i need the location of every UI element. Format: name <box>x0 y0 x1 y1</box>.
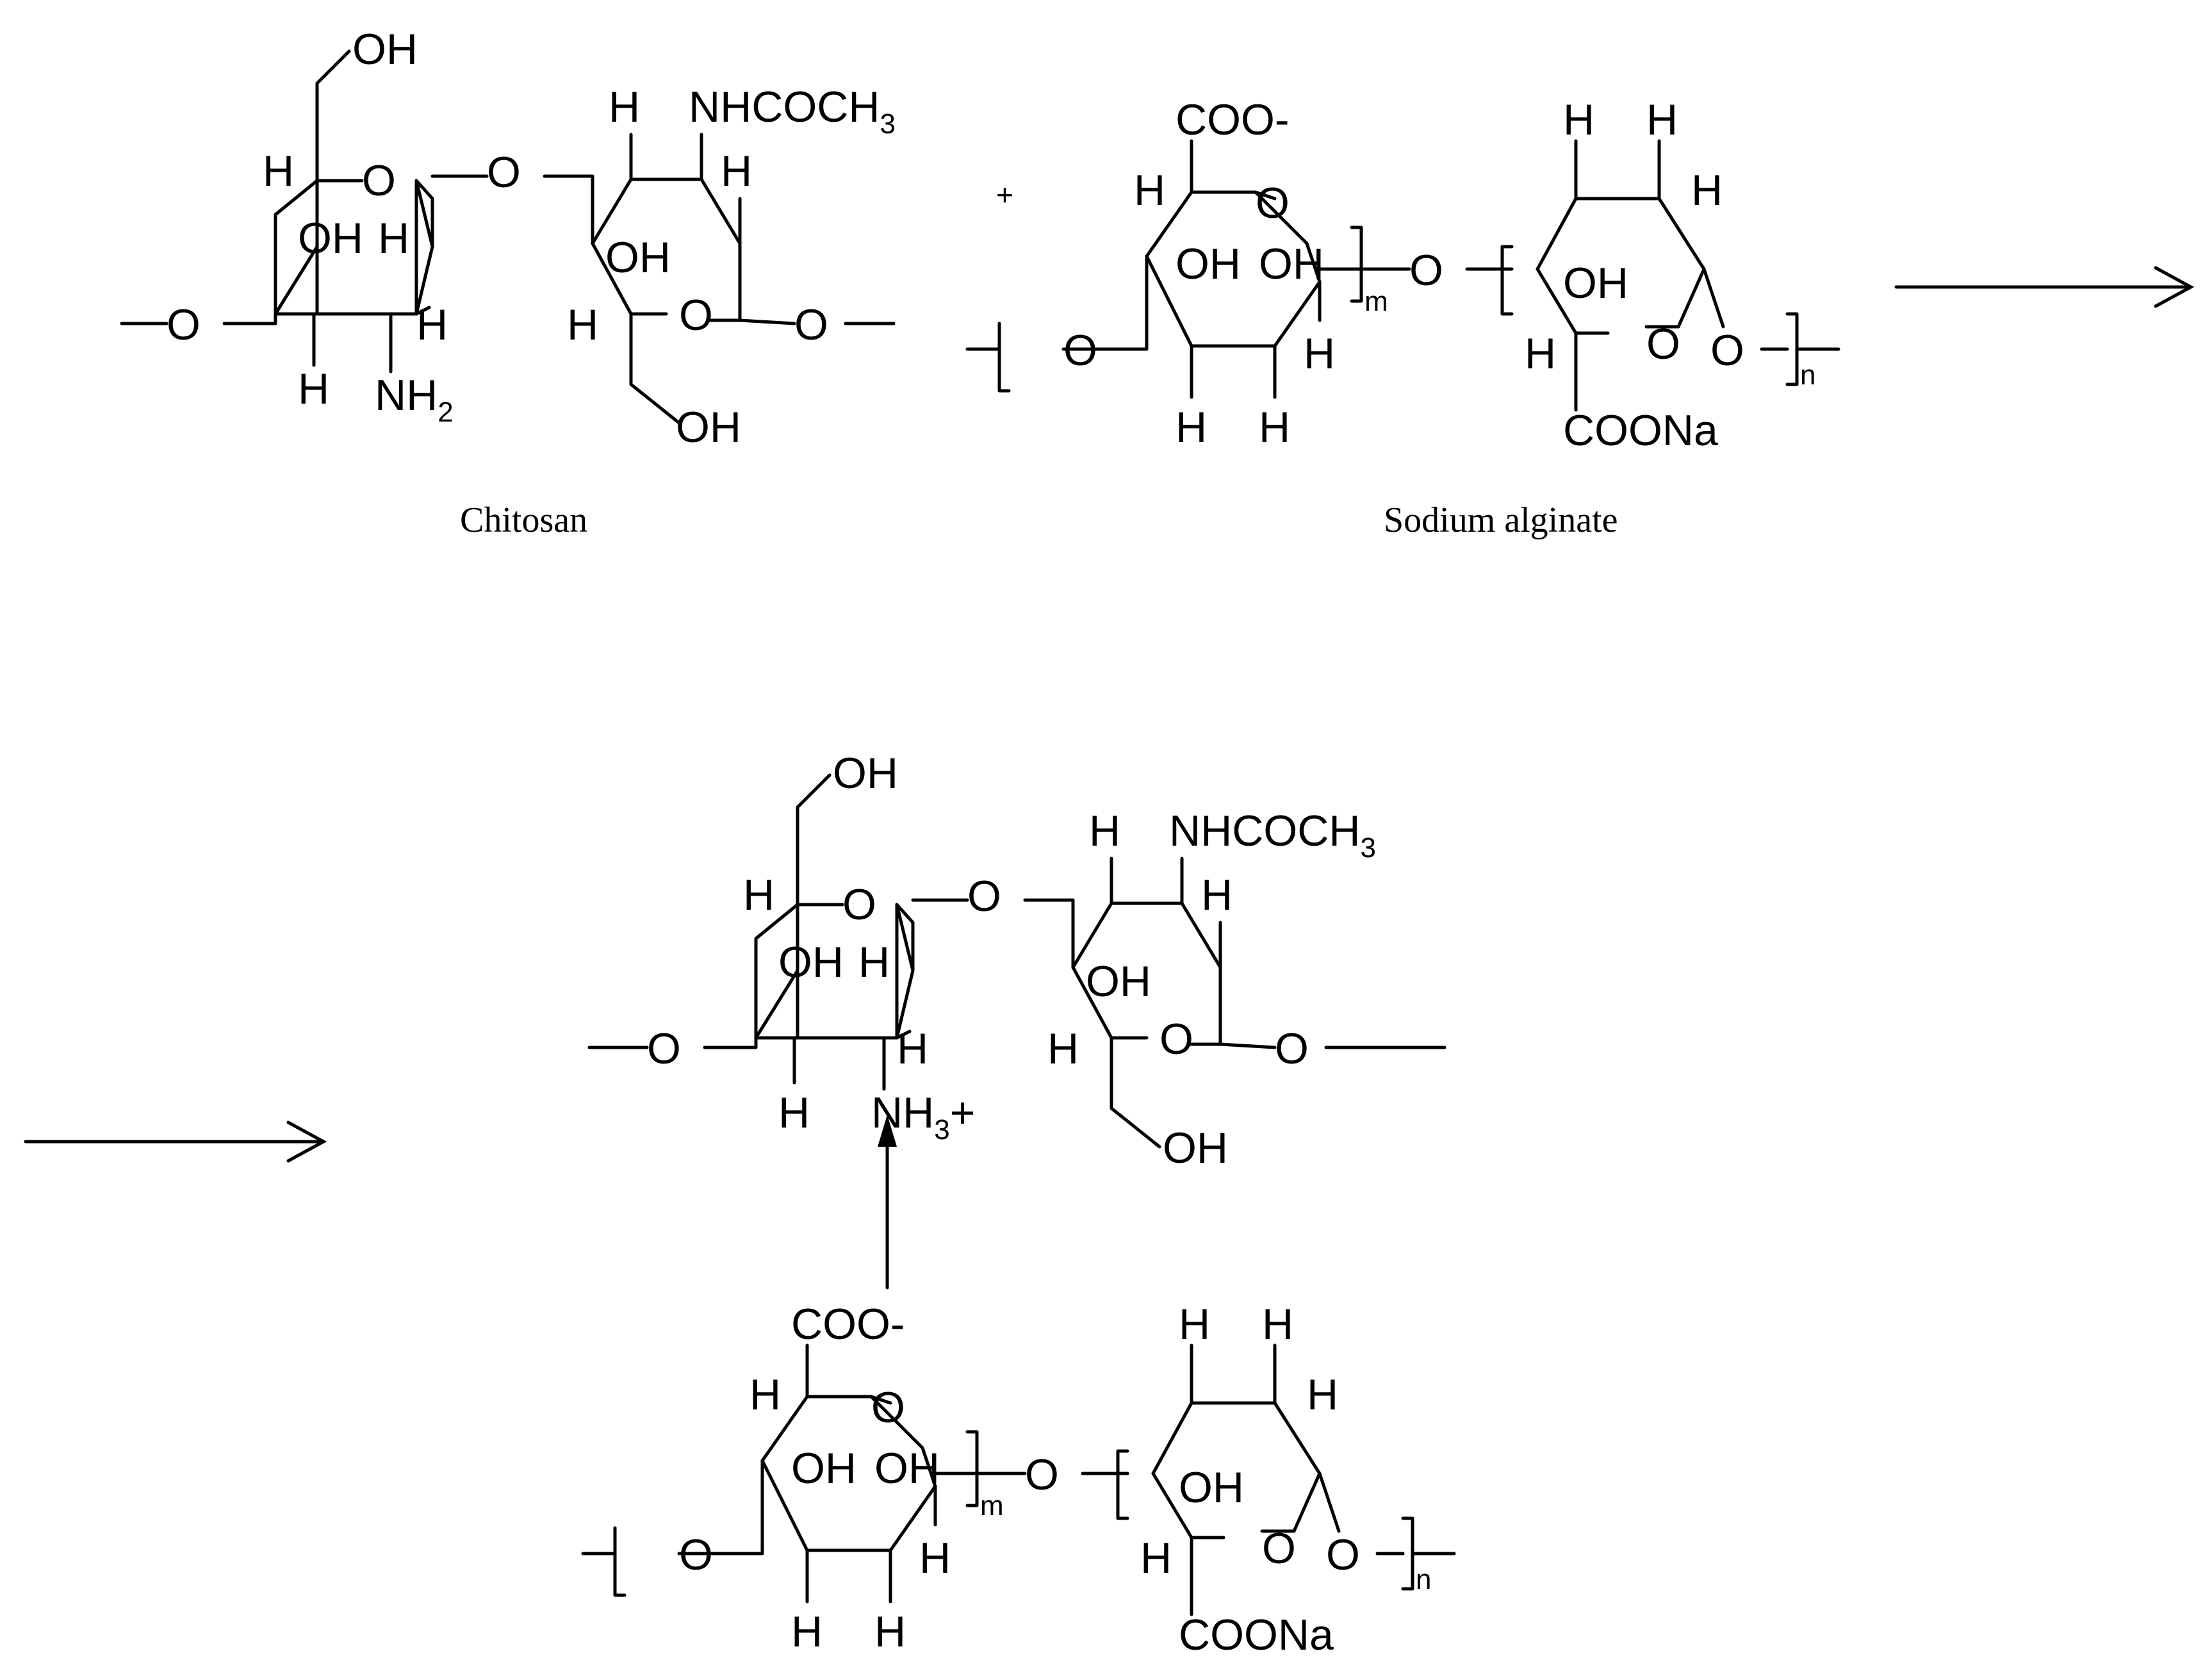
alginate-atoms: COO- H O OH OH m O O H H H H H H OH H O … <box>1063 95 1815 455</box>
reaction-arrow-top <box>1894 266 2195 308</box>
bridge-oxygen: O <box>1275 1024 1309 1073</box>
chitosan-caption: Chitosan <box>460 500 587 540</box>
atom-h: H <box>567 300 598 349</box>
chitosan-structure-bottom: OH H O OH H O H H NH3+ O H NHCOCH3 H OH … <box>587 749 1446 1172</box>
acetamide-group: NHCOCH3 <box>689 83 896 140</box>
ring-oxygen: O <box>1262 1524 1296 1573</box>
atom-oh: OH <box>352 25 418 74</box>
atom-h: H <box>897 1024 928 1073</box>
chitosan-bonds <box>120 49 896 425</box>
atom-h: H <box>1179 1300 1210 1349</box>
atom-h: H <box>263 147 294 195</box>
atom-h: H <box>378 214 409 263</box>
atom-h: H <box>416 300 448 349</box>
bridge-oxygen: O <box>1025 1450 1059 1499</box>
ionic-interaction-arrow <box>878 1115 897 1290</box>
alginate-bonds <box>965 139 1840 412</box>
ring-oxygen: O <box>871 1383 905 1432</box>
plus-sign: + <box>996 178 1013 211</box>
ring-oxygen: O <box>679 291 713 340</box>
repeat-index-n: n <box>1416 1564 1431 1595</box>
atom-h: H <box>1134 166 1165 215</box>
atom-h: H <box>1259 403 1290 452</box>
glycosidic-oxygen: O <box>967 872 1001 921</box>
ammonium-group: NH3+ <box>871 1088 975 1145</box>
atom-oh: OH <box>1086 957 1151 1006</box>
ring-oxygen: O <box>362 156 396 205</box>
repeat-index-n: n <box>1800 359 1815 391</box>
atom-h: H <box>1563 95 1594 144</box>
atom-oh: OH <box>1179 1463 1244 1512</box>
bridge-oxygen: O <box>1063 326 1097 375</box>
amine-group: NH2 <box>375 371 454 428</box>
atom-h: H <box>743 871 774 919</box>
atom-h: H <box>1304 329 1335 378</box>
atom-h: H <box>1201 871 1233 919</box>
atom-h: H <box>1047 1024 1079 1073</box>
chitosan-structure-top: OH H O OH H O H H NH2 O H NHCOCH3 H OH H… <box>120 25 896 452</box>
atom-h: H <box>1307 1370 1338 1419</box>
atom-h: H <box>791 1607 823 1656</box>
atom-h: H <box>858 938 890 987</box>
alginate-structure-bottom: COO- H O OH OH m O O H H H H H H OH H O … <box>581 1300 1456 1659</box>
atom-h: H <box>1089 807 1120 855</box>
sodium-carboxylate-group: COONa <box>1563 406 1718 455</box>
atom-h: H <box>1176 403 1207 452</box>
arrow-head <box>878 1115 897 1147</box>
bridge-oxygen: O <box>647 1024 681 1073</box>
atom-h: H <box>778 1088 810 1137</box>
bridge-oxygen: O <box>679 1530 713 1579</box>
atom-oh: OH <box>676 403 741 452</box>
atom-oh: OH <box>833 749 898 798</box>
atom-h: H <box>1691 166 1723 215</box>
atom-h: H <box>750 1370 781 1419</box>
atom-oh: OH <box>791 1444 856 1493</box>
atom-h: H <box>1525 329 1556 378</box>
sodium-alginate-caption: Sodium alginate <box>1384 500 1618 540</box>
chitosan-atoms: OH H O OH H O H H NH3+ O H NHCOCH3 H OH … <box>647 749 1376 1172</box>
ring-oxygen: O <box>1159 1015 1193 1063</box>
atom-oh: OH <box>298 214 363 263</box>
atom-oh: OH <box>1259 240 1324 288</box>
chitosan-bonds <box>587 773 1446 1149</box>
glycosidic-oxygen: O <box>487 148 521 197</box>
chitosan-atoms: OH H O OH H O H H NH2 O H NHCOCH3 H OH H… <box>167 25 896 452</box>
atom-oh: OH <box>778 938 844 987</box>
bridge-oxygen: O <box>1326 1530 1360 1579</box>
atom-oh: OH <box>605 233 671 282</box>
ring-oxygen: O <box>1256 179 1290 227</box>
ring-oxygen: O <box>842 880 876 929</box>
atom-oh: OH <box>874 1444 940 1493</box>
bridge-oxygen: O <box>167 300 201 349</box>
ring-oxygen: O <box>1646 320 1680 368</box>
bridge-oxygen: O <box>794 300 828 349</box>
atom-h: H <box>298 365 329 413</box>
bridge-oxygen: O <box>1409 246 1443 295</box>
atom-h: H <box>1140 1534 1172 1582</box>
alginate-structure-top: COO- H O OH OH m O O H H H H H H OH H O … <box>965 95 1840 455</box>
atom-h: H <box>721 147 752 195</box>
alginate-bonds <box>581 1343 1456 1616</box>
atom-oh: OH <box>1176 240 1241 288</box>
atom-h: H <box>609 83 640 131</box>
atom-oh: OH <box>1563 259 1628 308</box>
repeat-index-m: m <box>1364 286 1388 317</box>
acetamide-group: NHCOCH3 <box>1169 807 1376 864</box>
bridge-oxygen: O <box>1710 326 1744 375</box>
alginate-atoms: COO- H O OH OH m O O H H H H H H OH H O … <box>679 1300 1431 1659</box>
atom-h: H <box>919 1534 951 1582</box>
carboxylate-group: COO- <box>791 1300 905 1349</box>
carboxylate-group: COO- <box>1176 95 1290 144</box>
atom-h: H <box>1646 95 1678 144</box>
atom-h: H <box>874 1607 906 1656</box>
repeat-index-m: m <box>980 1490 1004 1522</box>
atom-oh: OH <box>1163 1124 1228 1172</box>
atom-h: H <box>1262 1300 1293 1349</box>
reaction-arrow-bottom <box>24 1120 327 1163</box>
sodium-carboxylate-group: COONa <box>1179 1611 1334 1659</box>
